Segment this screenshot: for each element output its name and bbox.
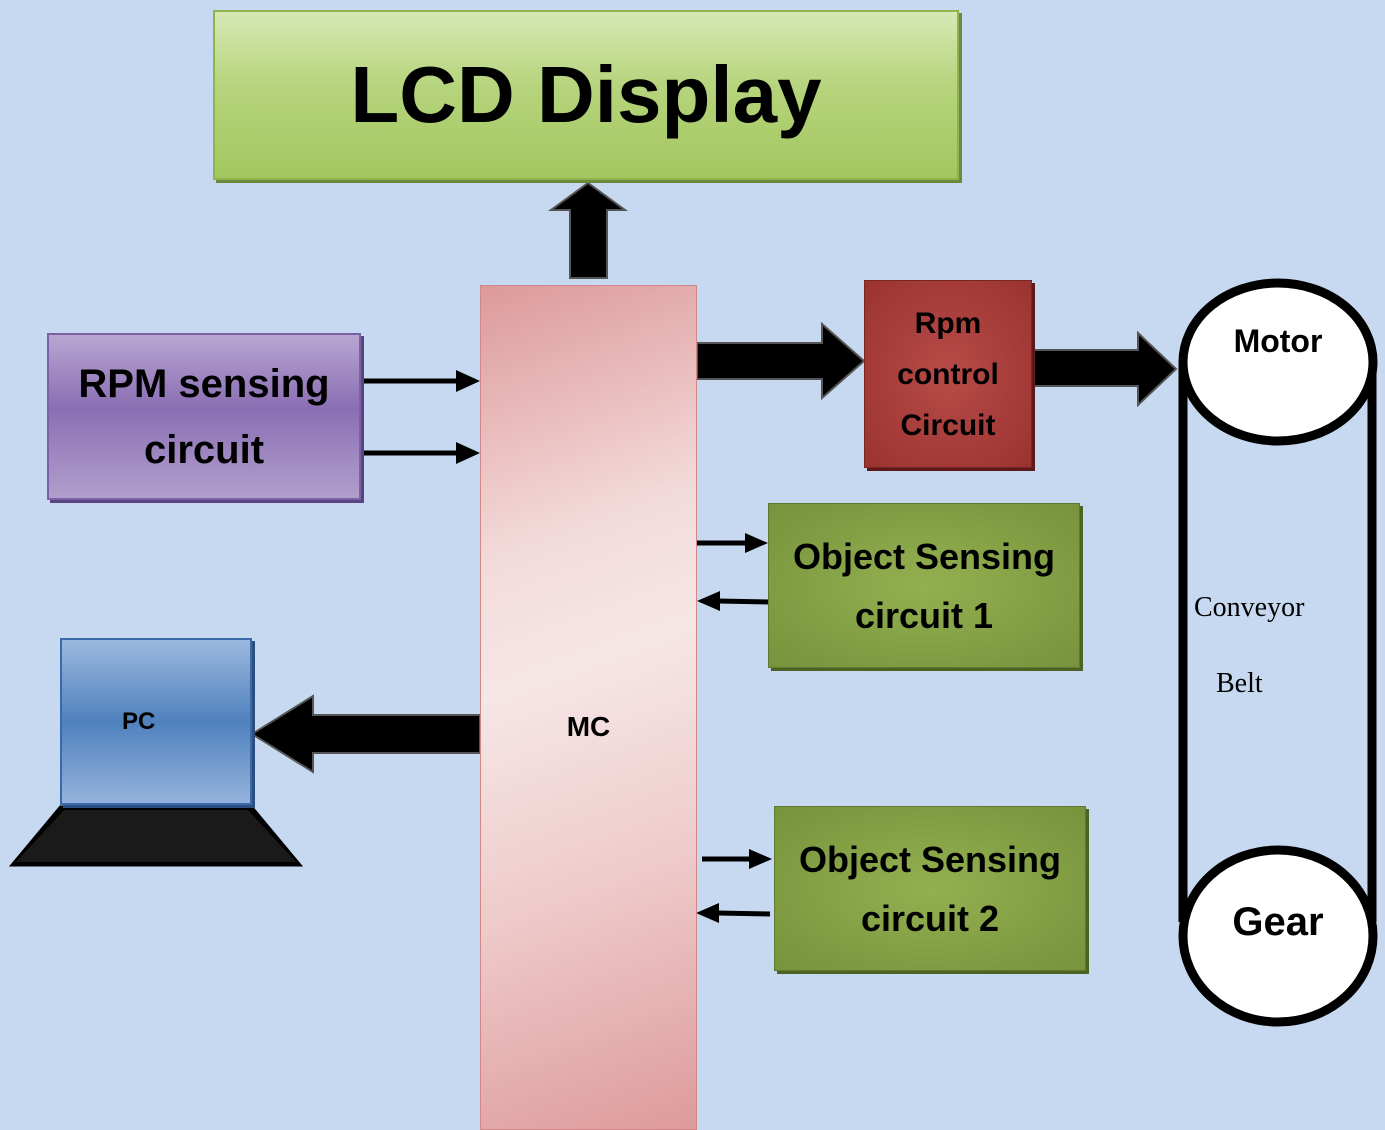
object-sensing-circuit-2-block: Object Sensing circuit 2 [774,806,1086,971]
rpm-control-label-line1: Rpm [914,306,982,340]
mc-to-object-sensing-1-arrow [697,533,768,553]
motor-wheel [1178,278,1378,446]
mc-block: MC [480,285,697,1130]
object-sensing-1-to-mc-arrow [697,591,771,611]
object-sensing-2-label-line2: circuit 2 [860,897,1000,939]
mc-to-object-sensing-2-arrow [702,849,772,869]
pc-keyboard-base [8,805,304,867]
pc-label: PC [122,707,156,735]
rpm-sensing-label-line2: circuit [143,427,265,472]
object-sensing-2-label-line1: Object Sensing [798,838,1062,880]
object-sensing-circuit-1-block: Object Sensing circuit 1 [768,503,1080,668]
mc-to-rpm-control-arrow [696,321,866,401]
belt-label: Belt [1216,668,1263,699]
rpm-sensing-to-mc-arrow-1 [361,370,480,392]
rpm-control-label-line3: Circuit [900,408,996,442]
rpm-sensing-label-line1: RPM sensing [78,361,330,406]
mc-to-pc-arrow [250,694,481,774]
gear-label: Gear [1232,899,1324,944]
rpm-control-label-line2: control [897,357,999,391]
object-sensing-2-to-mc-arrow [696,903,771,923]
rpm-control-to-motor-arrow [1031,330,1178,408]
lcd-display-label: LCD Display [350,50,822,139]
object-sensing-1-label-line2: circuit 1 [854,594,994,636]
rpm-sensing-to-mc-arrow-2 [361,442,480,464]
mc-label: MC [566,711,611,742]
motor-label: Motor [1233,322,1323,359]
lcd-display-block: LCD Display [213,10,959,180]
rpm-sensing-circuit-block: RPM sensing circuit [47,333,361,500]
rpm-control-circuit-block: Rpm control Circuit [864,280,1032,468]
mc-to-lcd-arrow [547,181,629,279]
pc-screen-block: PC [60,638,252,805]
conveyor-label: Conveyor [1194,592,1305,623]
object-sensing-1-label-line1: Object Sensing [792,535,1056,577]
